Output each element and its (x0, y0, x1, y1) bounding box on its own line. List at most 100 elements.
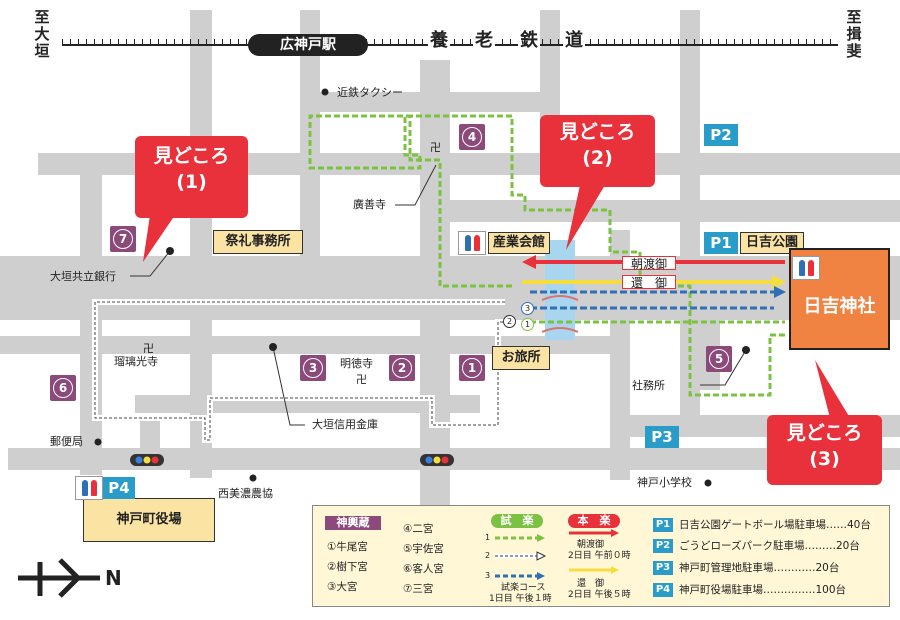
legend-asa-label: 朝渡御 (577, 540, 605, 550)
legend-parking-p3: 神戸町管理地駐車場…………20台 (679, 562, 840, 574)
restroom-icon-shrine (792, 256, 820, 280)
label-shamusho: 社務所 (632, 379, 665, 392)
marker-dots (94, 88, 750, 487)
route-marker-1: 1 (521, 318, 534, 331)
legend-mikoshi-4: ④二宮 (403, 523, 434, 535)
legend-mark-1: 1 (485, 533, 491, 542)
traffic-light-1 (130, 454, 164, 466)
temple-icon-rurikoji: 卍 (143, 342, 154, 355)
legend-mikoshi-5: ⑤宇佐宮 (403, 543, 444, 555)
legend-mikoshi-2: ②樹下宮 (327, 561, 368, 573)
legend-kan-label: 還 御 (577, 579, 605, 589)
callout-midokoro-2: 見どころ (2) (540, 115, 655, 187)
restroom-icon-sangyo (458, 231, 486, 255)
legend-parking-p4: 神戸町役場駐車場……………100台 (679, 584, 847, 596)
legend-mikoshi-title: 神輿蔵 (325, 516, 381, 530)
legend-parking-p2: ごうどローズパーク駐車場………20台 (679, 540, 860, 552)
legend-swatches (495, 529, 619, 580)
temple-icon-kouzenji: 卍 (430, 141, 441, 154)
building-hiyoshi-park: 日吉公園 (740, 232, 804, 254)
rail-name-char-4: 道 (563, 30, 585, 52)
callout-number: (3) (809, 447, 840, 470)
callout-1-pointer (143, 215, 175, 262)
legend-mark-3: 3 (485, 571, 491, 580)
callout-number: (1) (176, 170, 207, 193)
callout-title: 見どころ (153, 145, 230, 167)
station-hirogodo: 広神戸駅 (248, 34, 368, 56)
label-nishimino-nokyo: 西美濃農協 (218, 487, 273, 500)
shrine-name: 日吉神社 (803, 296, 876, 317)
legend-parking-badge-p3: P3 (653, 561, 673, 575)
leader-lines (130, 164, 747, 426)
mikoshi-box-1: 1 (459, 355, 485, 381)
kan-gyo-arrowhead (772, 275, 786, 289)
building-otabisho: お旅所 (492, 346, 550, 370)
railway (62, 39, 838, 46)
legend-panel: 神輿蔵 ①牛尾宮 ②樹下宮 ③大宮 ④二宮 ⑤宇佐宮 ⑥客人宮 ⑦三宮 試 楽 … (312, 505, 890, 607)
building-godo-town-hall: 神戸町役場 (83, 498, 215, 542)
river (545, 240, 575, 340)
callout-title: 見どころ (786, 422, 863, 444)
restroom-icon-town-hall (75, 476, 103, 500)
legend-mikoshi-1: ①牛尾宮 (327, 541, 368, 553)
callout-2-pointer (566, 185, 605, 250)
mikoshi-box-5: 5 (706, 346, 732, 372)
label-rurikoji: 瑠璃光寺 (114, 355, 158, 368)
callout-midokoro-3: 見どころ (3) (767, 415, 882, 485)
label-meitokuji: 明徳寺 (340, 357, 373, 370)
route-marker-3: 3 (521, 302, 534, 315)
rail-left-end: 至大垣 (34, 8, 50, 60)
label-godo-elementary: 神戸小学校 (637, 476, 692, 489)
label-ogaki-shinkin: 大垣信用金庫 (312, 418, 378, 431)
label-kouzenji: 廣善寺 (353, 198, 386, 211)
label-kintetsu-taxi: 近鉄タクシー (337, 86, 403, 99)
parking-p1: P1 (704, 232, 738, 254)
course-white-outline (94, 301, 505, 441)
parking-p4: P4 (103, 477, 135, 499)
callout-title: 見どころ (559, 121, 636, 143)
legend-honraku-header: 本 楽 (568, 514, 620, 528)
legend-mikoshi-3: ③大宮 (327, 581, 358, 593)
building-sangyo-kaikan: 産業会館 (488, 232, 550, 254)
callout-3-pointer (815, 360, 850, 418)
traffic-light-2 (420, 454, 454, 466)
rail-name-char-1: 養 (428, 30, 450, 52)
rail-name-char-2: 老 (473, 30, 495, 52)
callout-number: (2) (582, 146, 613, 169)
label-ogaki-kyoritsu-bank: 大垣共立銀行 (50, 270, 116, 283)
legend-asa-time: 2日目 午前０時 (568, 551, 631, 561)
legend-parking-badge-p2: P2 (653, 539, 673, 553)
mikoshi-box-2: 2 (389, 355, 415, 381)
legend-course-label: 試楽コース (501, 583, 546, 593)
legend-mikoshi-7: ⑦三宮 (403, 583, 434, 595)
compass-icon (18, 558, 100, 598)
legend-course-time: 1日目 午後１時 (489, 594, 552, 604)
trial-course-green (308, 114, 785, 397)
legend-parking-badge-p4: P4 (653, 583, 673, 597)
label-post-office: 郵便局 (50, 435, 83, 448)
mikoshi-box-4: 4 (459, 124, 485, 150)
mikoshi-box-7: 7 (110, 226, 136, 252)
route-tag-asa-togyo: 朝渡御 (622, 256, 676, 271)
legend-parking-p1: 日吉公園ゲートボール場駐車場……40台 (679, 519, 871, 531)
route-tag-kan-gyo: 還 御 (622, 275, 676, 290)
legend-shiraku-header: 試 楽 (491, 514, 543, 528)
parking-p2: P2 (704, 124, 738, 146)
route-marker-2: 2 (503, 315, 516, 328)
temple-icon-meitokuji: 卍 (356, 373, 367, 386)
asa-togyo-arrowhead (522, 255, 536, 269)
mikoshi-box-6: 6 (50, 375, 76, 401)
rail-right-end: 至揖斐 (846, 8, 862, 60)
callout-midokoro-1: 見どころ (1) (135, 136, 248, 218)
legend-kan-time: 2日目 午後５時 (568, 590, 631, 600)
legend-mikoshi-6: ⑥客人宮 (403, 563, 444, 575)
mikoshi-box-3: 3 (300, 355, 326, 381)
legend-parking-badge-p1: P1 (653, 518, 673, 532)
parking-p3: P3 (645, 426, 679, 448)
trial-blue-arrowhead (774, 286, 786, 298)
bridges (541, 295, 579, 333)
compass-north-label: N (105, 566, 122, 590)
legend-mark-2: 2 (485, 551, 491, 560)
building-sairei-jimusho: 祭礼事務所 (213, 230, 303, 254)
